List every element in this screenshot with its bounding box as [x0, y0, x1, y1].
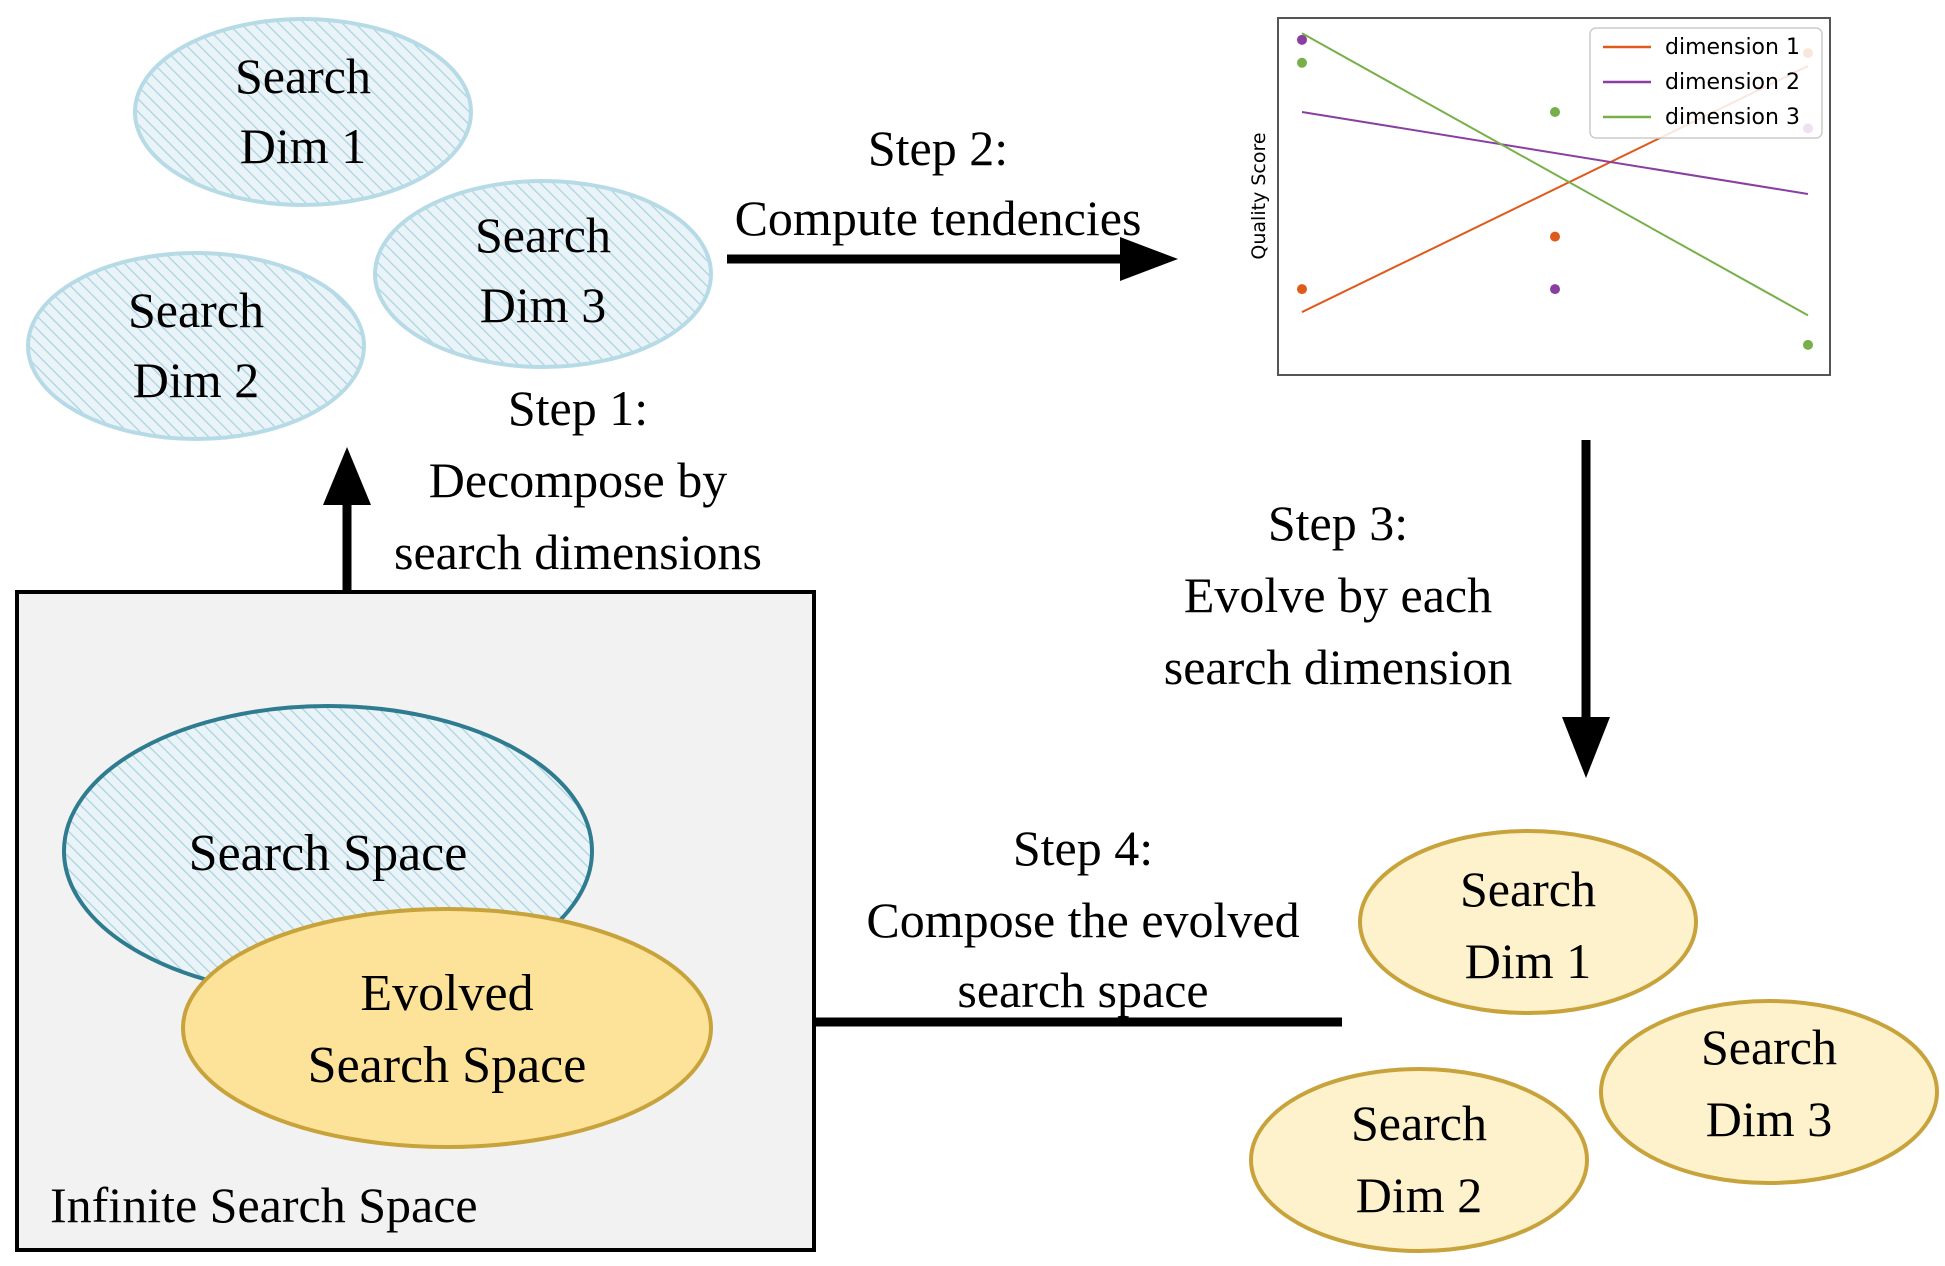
bottom-search-dims: Search Dim 1 Search Dim 3 Search Dim 2 — [1249, 829, 1939, 1253]
top-dim3-line1: Search — [475, 207, 611, 263]
top-dim1-line2: Dim 1 — [240, 118, 366, 174]
step3-arrow — [1562, 440, 1610, 778]
chart-ylabel: Quality Score — [1248, 132, 1270, 259]
infinite-search-space-label: Infinite Search Space — [50, 1177, 478, 1233]
step2-arrow — [727, 237, 1178, 281]
top-dim3-line2: Dim 3 — [480, 277, 606, 333]
top-dim1-node: Search Dim 1 — [133, 17, 473, 207]
trend-line-2 — [1301, 111, 1809, 195]
top-dim2-node: Search Dim 2 — [26, 251, 366, 441]
step1-line3: search dimensions — [394, 524, 762, 580]
step2-title: Step 2: — [868, 120, 1008, 176]
infinite-search-space-panel: Search Space Evolved Search Space Infini… — [15, 590, 816, 1252]
step3-line2: Evolve by each — [1184, 567, 1492, 623]
bottom-dim2-line2: Dim 2 — [1356, 1167, 1482, 1223]
step3-label: Step 3: Evolve by each search dimension — [1164, 495, 1513, 695]
step2-line2: Compute tendencies — [735, 190, 1142, 246]
top-search-dims: Search Dim 1 Search Dim 2 Search Dim 3 — [26, 17, 713, 441]
search-space-label: Search Space — [189, 825, 468, 882]
evolved-line1: Evolved — [360, 965, 533, 1022]
top-dim2-line1: Search — [128, 282, 264, 338]
bottom-dim3-line2: Dim 3 — [1706, 1091, 1832, 1147]
step1-label: Step 1: Decompose by search dimensions — [394, 380, 762, 580]
step4-line2: Compose the evolved — [866, 892, 1299, 948]
step3-title: Step 3: — [1268, 495, 1408, 551]
step3-line3: search dimension — [1164, 639, 1513, 695]
step1-title: Step 1: — [508, 380, 648, 436]
bottom-dim3-node: Search Dim 3 — [1599, 999, 1939, 1185]
bottom-dim2-node: Search Dim 2 — [1249, 1067, 1589, 1253]
bottom-dim3-line1: Search — [1701, 1019, 1837, 1075]
top-dim2-line2: Dim 2 — [133, 352, 259, 408]
step4-label: Step 4: Compose the evolved search space — [866, 820, 1299, 1018]
chart-legend: dimension 1 dimension 2 dimension 3 — [1589, 27, 1823, 139]
legend-label-2: dimension 2 — [1665, 70, 1800, 95]
bottom-dim2-line1: Search — [1351, 1095, 1487, 1151]
top-dim3-node: Search Dim 3 — [373, 179, 713, 369]
step4-line3: search space — [957, 962, 1208, 1018]
bottom-dim1-line1: Search — [1460, 861, 1596, 917]
legend-label-3: dimension 3 — [1665, 105, 1800, 130]
evolved-line2: Search Space — [308, 1037, 587, 1094]
data-point-s3-3 — [1803, 339, 1813, 350]
legend-label-1: dimension 1 — [1665, 35, 1800, 60]
data-point-s1-2 — [1550, 231, 1560, 242]
data-point-s2-2 — [1550, 284, 1560, 295]
data-point-s3-1 — [1297, 57, 1307, 68]
data-point-s1-1 — [1297, 284, 1307, 295]
data-point-s2-1 — [1297, 34, 1307, 45]
legend-box — [1589, 27, 1823, 139]
trend-line-3 — [1301, 32, 1809, 317]
top-dim1-line1: Search — [235, 48, 371, 104]
bottom-dim1-line2: Dim 1 — [1465, 933, 1591, 989]
bottom-dim1-node: Search Dim 1 — [1358, 829, 1698, 1015]
data-point-s3-2 — [1550, 107, 1560, 117]
step1-line2: Decompose by — [429, 452, 728, 508]
evolved-search-space-node: Evolved Search Space — [181, 907, 713, 1149]
step2-label: Step 2: Compute tendencies — [735, 120, 1142, 246]
step4-title: Step 4: — [1013, 820, 1153, 876]
